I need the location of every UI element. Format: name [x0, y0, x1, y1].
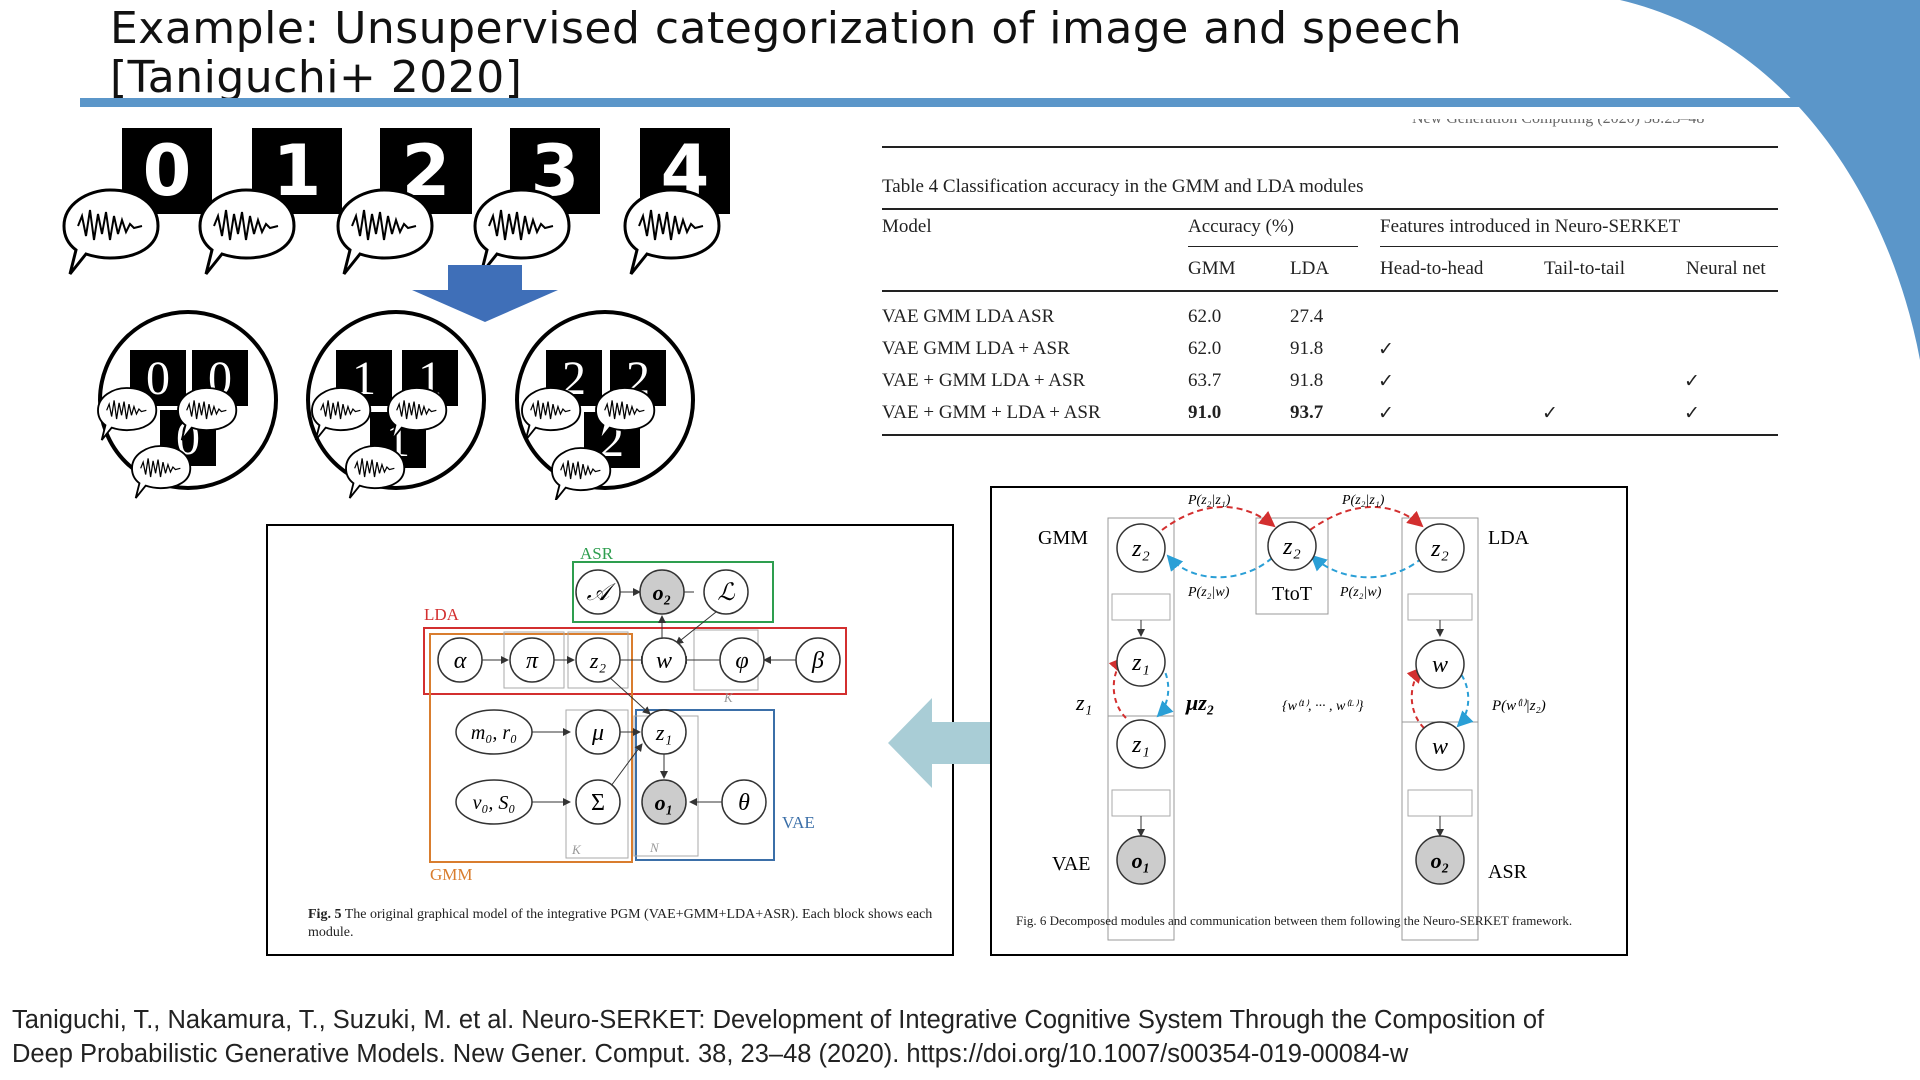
fig6-label-p-top-left: P(z₂|z₁)	[1187, 493, 1231, 508]
speech-bubble-icon	[62, 188, 160, 276]
fig6-node-z1-gmm: z₁	[1131, 650, 1150, 676]
fig6-label-mu-side: μz₂	[1185, 690, 1214, 715]
row2-model: VAE + GMM LDA + ASR	[882, 370, 1086, 391]
fig5-node-pi: π	[526, 648, 539, 674]
row2-gmm: 63.7	[1188, 370, 1222, 391]
fig5-node-alpha: α	[454, 648, 467, 674]
fig5-node-w: w	[656, 648, 672, 674]
fig5-caption-label: Fig. 5	[308, 907, 342, 922]
row0-lda: 27.4	[1290, 306, 1324, 327]
col-header-accuracy: Accuracy (%)	[1188, 216, 1295, 237]
col-header-model: Model	[882, 216, 932, 237]
row3-gmm: 91.0	[1188, 402, 1222, 423]
fig5-node-theta: θ	[738, 790, 750, 816]
down-arrow-icon	[412, 265, 558, 322]
row3-model: VAE + GMM + LDA + ASR	[882, 402, 1101, 423]
row2-lda: 91.8	[1290, 370, 1324, 391]
fig5-node-m0r0: m₀, r₀	[471, 722, 517, 744]
subheader-tail-to-tail: Tail-to-tail	[1544, 258, 1625, 279]
row1-h2h: ✓	[1378, 339, 1394, 360]
fig5-node-sigma: Σ	[591, 790, 605, 816]
fig5-plate-k2: K	[723, 690, 734, 705]
table-header-fragment: New Generation Computing (2020) 38:23–48	[1412, 110, 1705, 127]
fig5-node-phi: φ	[735, 648, 748, 674]
fig6-label-lda: LDA	[1488, 527, 1530, 549]
fig6-node-z2-gmm: z₂	[1131, 536, 1150, 562]
fig5-plate-n: N	[649, 840, 660, 855]
fig6-node-z2-ttot: z₂	[1282, 534, 1301, 560]
subheader-gmm: GMM	[1188, 258, 1236, 279]
fig5-caption-text: The original graphical model of the inte…	[308, 907, 933, 940]
fig6-label-vae: VAE	[1052, 853, 1091, 875]
fig6-label-wset: {w⁽¹⁾, ··· , w⁽ᴸ⁾}	[1282, 699, 1364, 714]
speech-bubbles: 0 0 0 1 1 1 2 2 2	[62, 188, 721, 500]
speech-bubble-icon	[336, 188, 434, 276]
row2-h2h: ✓	[1378, 371, 1394, 392]
slide-title: Example: Unsupervised categorization of …	[110, 4, 1462, 102]
fig5-caption: Fig. 5 The original graphical model of t…	[308, 906, 938, 942]
subheader-head-to-head: Head-to-head	[1380, 258, 1484, 279]
row1-lda: 91.8	[1290, 338, 1324, 359]
row3-h2h: ✓	[1378, 403, 1394, 424]
row3-lda: 93.7	[1290, 402, 1324, 423]
fig6-diagram: z₂ z₂ z₂ z₁ z₁ w w o₁ o₂ GMM LDA VAE ASR…	[1038, 493, 1546, 941]
row3-t2t: ✓	[1542, 403, 1558, 424]
row0-model: VAE GMM LDA ASR	[882, 306, 1055, 327]
fig6-node-o1: o₁	[1132, 848, 1151, 873]
fig5-node-z1: z₁	[655, 720, 672, 745]
fig6-node-w-lda: w	[1432, 652, 1448, 678]
citation: Taniguchi, T., Nakamura, T., Suzuki, M. …	[12, 1003, 1544, 1071]
fig6-label-p-mid-right: P(z₂|w)	[1339, 585, 1382, 600]
fig6-node-z2-lda: z₂	[1430, 536, 1449, 562]
fig6-label-z1-side: z₁	[1075, 690, 1092, 715]
fig6-label-p-wl: P(w⁽ˡ⁾|z₂)	[1491, 698, 1546, 714]
slide-title-line2: [Taniguchi+ 2020]	[110, 52, 523, 103]
fig5-plate-k1: K	[571, 842, 582, 857]
citation-line1: Taniguchi, T., Nakamura, T., Suzuki, M. …	[12, 1006, 1545, 1034]
fig6-label-p-mid-left: P(z₂|w)	[1187, 585, 1230, 600]
fig5-diagram: ASR LDA GMM VAE K N K	[423, 544, 847, 884]
subheader-lda: LDA	[1290, 258, 1330, 279]
fig6-label-asr: ASR	[1488, 861, 1528, 883]
fig5-node-nu0S0: ν₀, S₀	[473, 792, 516, 814]
digit-speech-illustration: 0 1 2 3 4 0 0 0 1	[0, 110, 760, 500]
fig5-node-beta: β	[811, 648, 824, 674]
fig6-node-o2: o₂	[1431, 848, 1450, 873]
fig6-node-w-asr: w	[1432, 734, 1448, 760]
row1-model: VAE GMM LDA + ASR	[882, 338, 1070, 359]
row2-nn: ✓	[1684, 371, 1700, 392]
figure-5-graphical-model: ASR LDA GMM VAE K N K	[266, 524, 954, 956]
figure-6-decomposed-modules: z₂ z₂ z₂ z₁ z₁ w w o₁ o₂ GMM LDA VAE ASR…	[990, 486, 1628, 956]
fig5-label-asr: ASR	[580, 544, 614, 563]
citation-line2: Deep Probabilistic Generative Models. Ne…	[12, 1040, 1409, 1068]
fig6-label-p-top-right: P(z₂|z₁)	[1341, 493, 1385, 508]
accuracy-table: New Generation Computing (2020) 38:23–48…	[882, 119, 1778, 450]
fig5-node-mu: μ	[591, 720, 604, 746]
row0-gmm: 62.0	[1188, 306, 1222, 327]
speech-bubble-icon	[623, 188, 721, 276]
fig5-node-o2: o₂	[653, 580, 672, 605]
fig6-label-gmm: GMM	[1038, 527, 1088, 549]
speech-bubble-icon	[473, 188, 571, 276]
fig6-node-z1-vae: z₁	[1131, 732, 1150, 758]
row1-gmm: 62.0	[1188, 338, 1222, 359]
speech-bubble-icon	[198, 188, 296, 276]
fig5-label-lda: LDA	[424, 605, 460, 624]
fig5-label-gmm: GMM	[430, 865, 473, 884]
table-caption: Table 4 Classification accuracy in the G…	[882, 176, 1364, 197]
subheader-neural-net: Neural net	[1686, 258, 1766, 279]
fig5-label-vae: VAE	[782, 813, 815, 832]
fig6-label-ttot: TtoT	[1272, 583, 1312, 605]
title-underline	[80, 98, 1830, 107]
slide-title-line1: Example: Unsupervised categorization of …	[110, 3, 1463, 54]
col-header-features: Features introduced in Neuro-SERKET	[1380, 216, 1681, 237]
row3-nn: ✓	[1684, 403, 1700, 424]
corner-decoration	[1560, 0, 1920, 360]
fig5-node-L: ℒ	[717, 580, 735, 606]
fig5-node-z2: z₂	[589, 648, 607, 673]
fig6-caption: Fig. 6 Decomposed modules and communicat…	[1016, 913, 1573, 928]
fig5-node-o1: o₁	[655, 790, 674, 815]
